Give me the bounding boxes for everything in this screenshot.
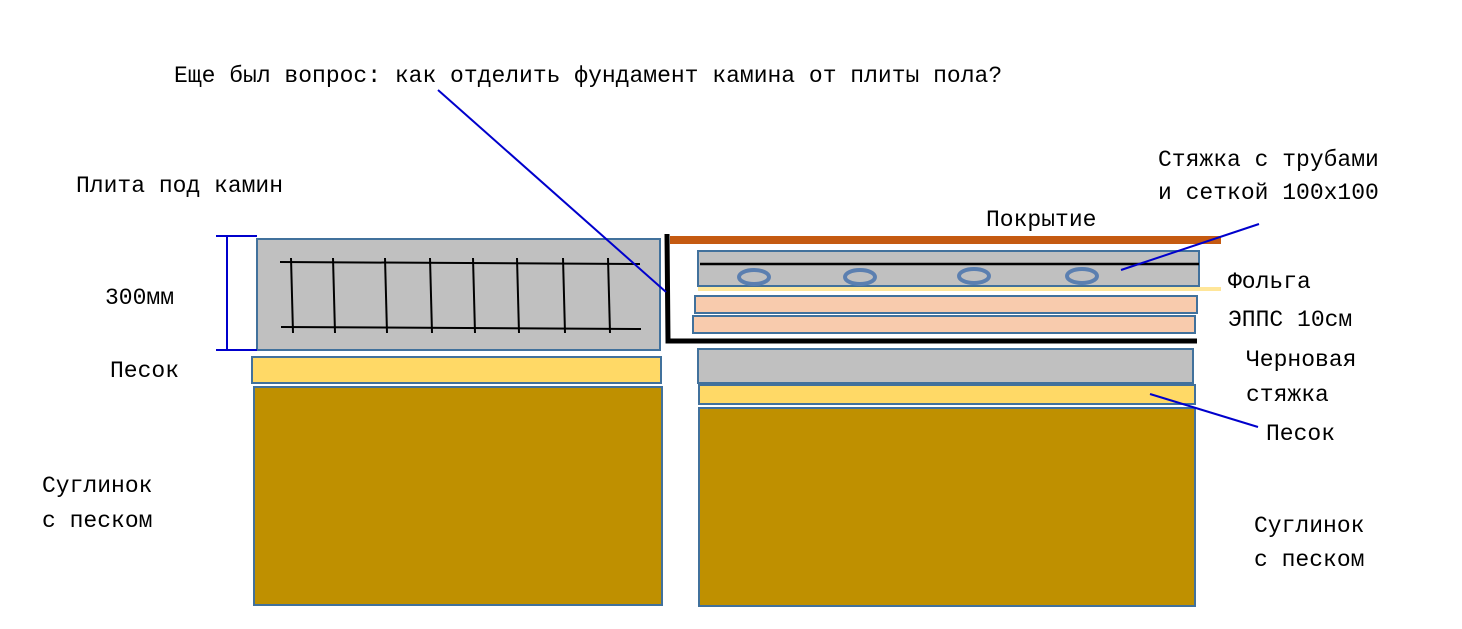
screed-leader-line [1120, 223, 1260, 271]
label-left-soil-line2: с песком [42, 508, 152, 534]
label-fireplace-slab: Плита под камин [76, 173, 283, 199]
pipe-icon [1065, 267, 1099, 285]
label-rough-screed-line1: Черновая [1246, 347, 1356, 373]
label-screed-line1: Стяжка с трубами [1158, 147, 1379, 173]
screed-with-pipes-layer [697, 250, 1200, 287]
xps-layer-upper [694, 295, 1198, 314]
left-sand-layer [251, 356, 662, 384]
rough-screed-layer [697, 348, 1194, 384]
label-covering: Покрытие [986, 207, 1096, 233]
label-slab-thickness: 300мм [105, 285, 174, 311]
question-leader-line [437, 89, 667, 293]
pipe-icon [843, 268, 877, 286]
heating-pipes [737, 267, 1099, 286]
covering-layer [670, 236, 1221, 244]
xps-layer-lower [692, 315, 1196, 334]
left-soil-layer [253, 386, 663, 606]
thickness-dimension [216, 235, 257, 351]
label-foil: Фольга [1228, 269, 1311, 295]
rebar-mesh [279, 257, 642, 334]
pipe-icon [737, 268, 771, 286]
label-right-soil-line1: Суглинок [1254, 513, 1364, 539]
right-soil-layer [698, 407, 1196, 607]
separation-joint [664, 233, 1197, 344]
label-left-sand: Песок [110, 358, 179, 384]
sand-leader-line [1149, 393, 1259, 428]
diagram-question-title: Еще был вопрос: как отделить фундамент к… [174, 63, 1002, 89]
label-screed-line2: и сеткой 100х100 [1158, 180, 1379, 206]
label-xps: ЭППС 10см [1228, 307, 1352, 333]
label-right-soil-line2: с песком [1254, 547, 1364, 573]
label-left-soil-line1: Суглинок [42, 473, 152, 499]
pipe-icon [957, 267, 991, 285]
label-rough-screed-line2: стяжка [1246, 382, 1329, 408]
label-right-sand: Песок [1266, 421, 1335, 447]
foil-layer [698, 287, 1221, 291]
right-sand-layer [698, 384, 1196, 405]
fireplace-slab [256, 238, 661, 351]
